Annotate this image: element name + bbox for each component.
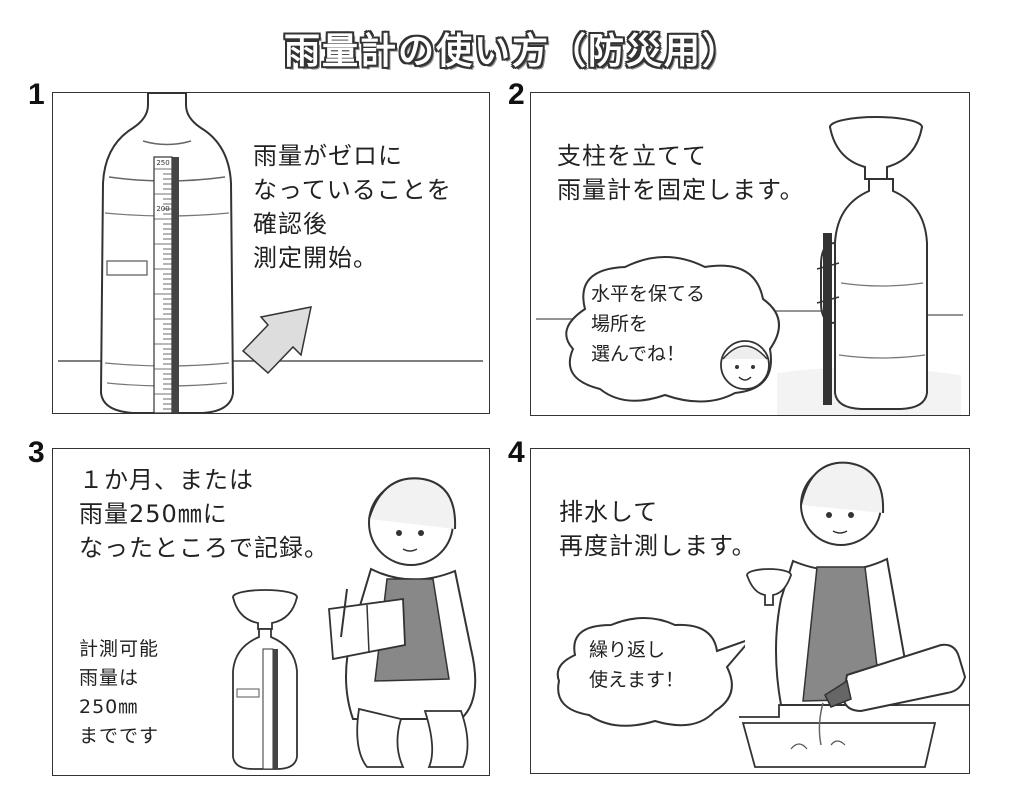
panel-number-4: 4	[508, 436, 525, 469]
bubble-text: 繰り返し 使えます！	[589, 639, 685, 691]
panel-number-1: 1	[28, 78, 45, 111]
speech-bubble	[556, 617, 745, 727]
draining-person-illustration	[739, 461, 969, 768]
panel-number-2: 2	[508, 78, 525, 111]
panel-4: 排水して 再度計測します。 繰り返し 使えます！	[530, 448, 970, 774]
panel-1-instruction: 雨量がゼロに なっていることを 確認後 測定開始。	[253, 142, 452, 272]
scale-label-250: 250	[156, 159, 169, 167]
recording-person-illustration	[232, 477, 477, 770]
mounted-gauge-illustration	[536, 116, 963, 415]
bubble-text: 水平を保てる 場所を 選んでね！	[591, 283, 706, 365]
panel-3-capacity-note: 計測可能 雨量は 250㎜ までです	[79, 638, 160, 747]
bottle-illustration: 250 200	[58, 93, 483, 413]
panel-1: 250 200 雨量がゼロに なっていることを 確認後 測定開始。	[52, 92, 490, 414]
scale-label-200: 200	[156, 205, 169, 213]
speech-bubble	[565, 256, 780, 403]
panel-3: １か月、または 雨量250㎜に なったところで記録。 計測可能 雨量は 250㎜…	[52, 448, 490, 776]
page-title: 雨量計の使い方（防災用）	[283, 31, 740, 72]
panel-4-instruction: 排水して 再度計測します。	[559, 498, 757, 560]
panel-number-3: 3	[28, 436, 45, 469]
panel-2: 支柱を立てて 雨量計を固定します。 水平を保てる 場所を 選んでね！	[530, 92, 970, 416]
panel-3-instruction: １か月、または 雨量250㎜に なったところで記録。	[79, 466, 329, 562]
panel-2-instruction: 支柱を立てて 雨量計を固定します。	[557, 142, 805, 204]
